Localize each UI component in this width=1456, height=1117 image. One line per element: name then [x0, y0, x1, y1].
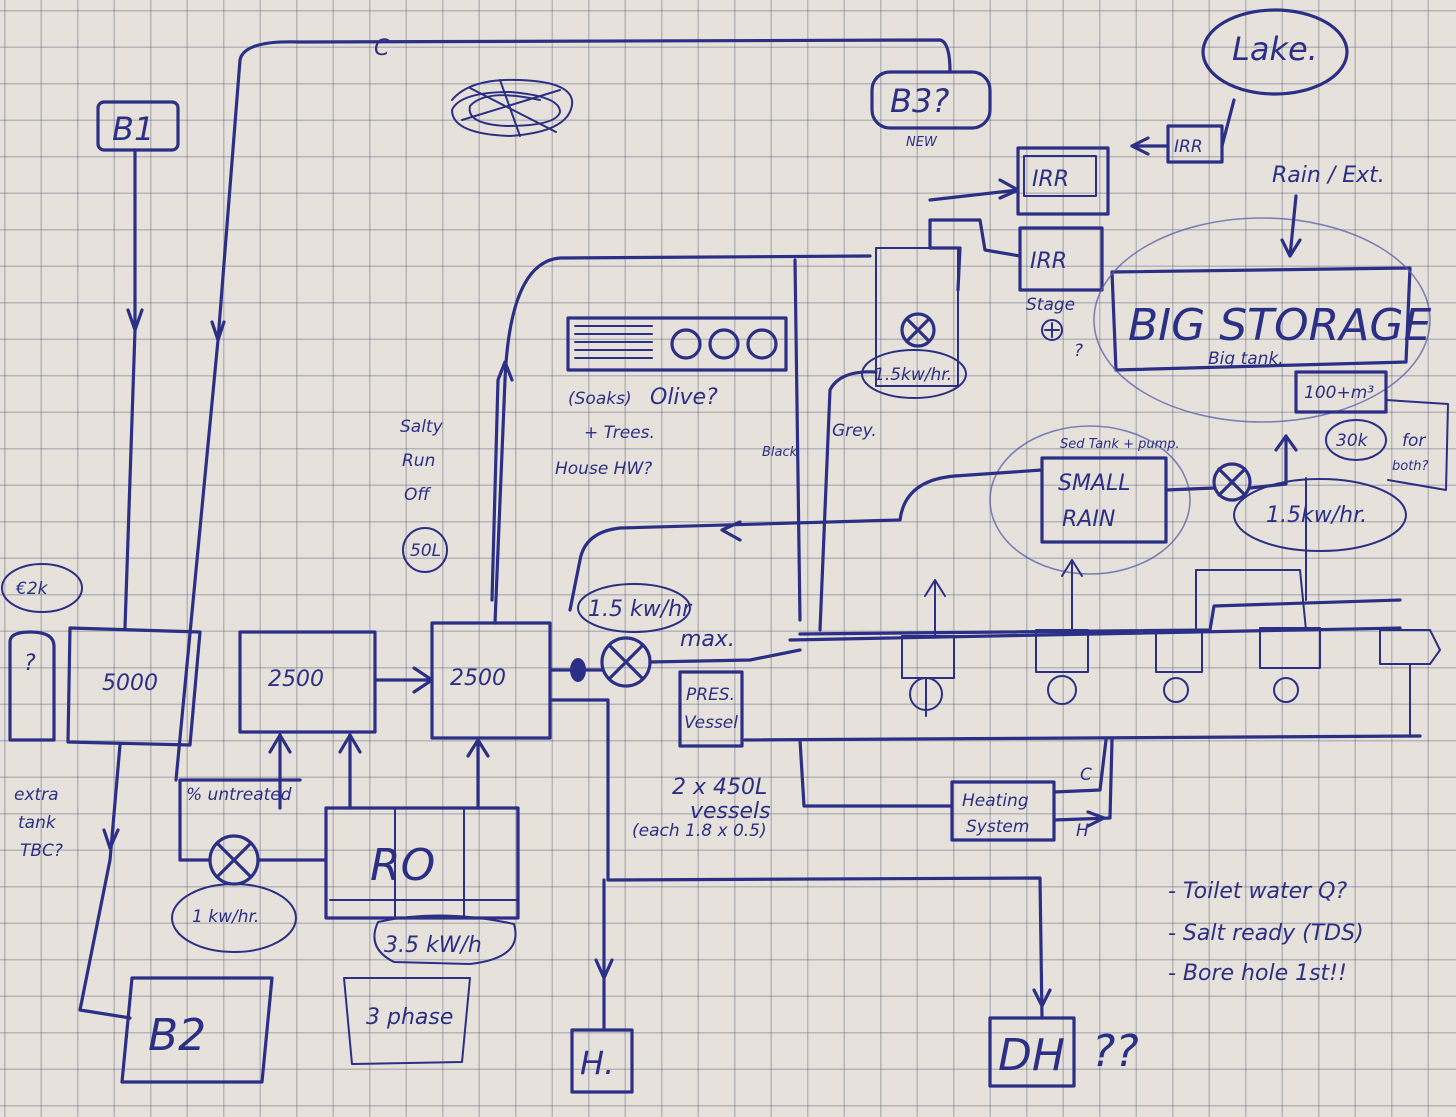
lake-label: Lake.: [1232, 30, 1318, 68]
heating-cold: C: [1080, 765, 1092, 785]
heating-hot: H: [1076, 821, 1089, 841]
dh-question: ??: [1092, 1026, 1139, 1077]
small-tank-label-1: SMALL: [1058, 471, 1131, 496]
small-tank-label-2: RAIN: [1062, 507, 1115, 532]
vessel-count-2: vessels: [690, 799, 771, 824]
storage-volume: 100+m³: [1304, 383, 1374, 403]
scribbled-out-box: [451, 78, 574, 137]
tank-2500-b-label: 2500: [450, 666, 506, 691]
outlet-row: [901, 477, 1441, 737]
phase-label: 3 phase: [366, 1005, 453, 1030]
big-storage: BIG STORAGE Big tank. 100+m³ 30k for bot…: [1093, 217, 1449, 491]
pipework: [78, 38, 1422, 1032]
b3-label: B3?: [890, 82, 949, 120]
cost-note: €2k: [1, 563, 83, 613]
tank-extra-note-1: extra: [14, 785, 59, 805]
todo-line-3: - Bore hole 1st!!: [1168, 961, 1347, 986]
source-b2: B2: [120, 976, 274, 1084]
output-house: H.: [570, 1028, 634, 1094]
salty-2: Run: [402, 451, 435, 471]
soaks-label: (Soaks): [568, 389, 632, 409]
heating-label-1: Heating: [962, 791, 1029, 811]
return-c-label: C: [374, 36, 390, 61]
storage-cost: 30k: [1336, 431, 1369, 451]
vessel-label-2: Vessel: [684, 713, 738, 733]
rain-pump: 1.5kw/hr.: [1212, 462, 1407, 552]
cost-note-label: €2k: [15, 579, 49, 599]
pressure-pump-power: 1.5 kw/hr: [588, 597, 693, 622]
grey-label: Grey.: [832, 421, 877, 441]
irr-q: ?: [1074, 341, 1083, 361]
phase-note: 3 phase: [343, 977, 471, 1065]
pressure-vessel: PRES. Vessel 2 x 450L vessels (each 1.8 …: [632, 670, 771, 841]
ro-pump: 1 kw/hr.: [171, 834, 297, 953]
ro-label: RO: [370, 840, 435, 891]
heating-label-2: System: [966, 817, 1029, 837]
garden-bed: (Soaks) Olive? + Trees. House HW?: [555, 316, 788, 479]
rain-label: Rain / Ext.: [1272, 163, 1385, 188]
vessel-label-1: PRES.: [686, 685, 735, 705]
b2-label: B2: [148, 1010, 206, 1061]
irr-3-label: IRR: [1030, 249, 1067, 274]
irr-2-label: IRR: [1032, 167, 1069, 192]
tank-2500-a-label: 2500: [268, 667, 324, 692]
b1-label: B1: [112, 110, 154, 148]
ro-power: 3.5 kW/h: [384, 933, 482, 958]
upper-pump: 1.5kw/hr.: [861, 247, 967, 399]
source-b3: B3? NEW: [870, 70, 992, 150]
salty-runoff: Salty Run Off 50L: [400, 417, 448, 573]
big-storage-label: BIG STORAGE: [1128, 300, 1431, 351]
heating-system: Heating System C H: [950, 765, 1092, 842]
salty-1: Salty: [400, 417, 444, 437]
tank-extra-note-3: TBC?: [20, 841, 63, 861]
todo-list: - Toilet water Q? - Salt ready (TDS) - B…: [1168, 879, 1364, 986]
tank-extra: ? extra tank TBC?: [8, 630, 63, 861]
storage-for: for: [1402, 431, 1426, 451]
b3-note: NEW: [906, 135, 938, 150]
tank-extra-label: ?: [24, 651, 36, 676]
vessel-count: 2 x 450L: [672, 775, 767, 800]
irr-stage-label: Stage: [1026, 295, 1075, 315]
septic-label: Sed Tank + pump.: [1060, 437, 1180, 452]
salty-4: 50L: [410, 541, 441, 561]
irr-unit-1: IRR: [1166, 124, 1224, 164]
pressure-pump-note: max.: [680, 627, 735, 652]
irr-unit-2: IRR: [1016, 146, 1110, 216]
small-rain-tank: SMALL RAIN Sed Tank + pump.: [989, 425, 1191, 575]
black-label: Black: [762, 445, 798, 460]
ro-pump-power: 1 kw/hr.: [192, 907, 259, 927]
tank-5000: 5000: [66, 626, 202, 747]
house-label: H.: [580, 1044, 614, 1082]
house-hw-label: House HW?: [555, 459, 652, 479]
irr-1-label: IRR: [1174, 137, 1203, 157]
big-storage-sub: Big tank.: [1208, 349, 1284, 369]
tank-5000-label: 5000: [102, 671, 158, 696]
dh-label: DH: [998, 1030, 1065, 1081]
output-dh: DH ??: [988, 1016, 1139, 1088]
untreated-note: % untreated: [186, 785, 292, 805]
rain-pump-power: 1.5kw/hr.: [1266, 503, 1367, 528]
trees-label: + Trees.: [584, 423, 655, 443]
tank-extra-note-2: tank: [18, 813, 57, 833]
tank-2500-b: 2500: [430, 621, 552, 740]
salty-3: Off: [404, 485, 431, 505]
source-lake: Lake.: [1201, 8, 1349, 96]
ro-unit: RO 3.5 kW/h: [324, 806, 520, 965]
irr-unit-3: IRR Stage ?: [1018, 226, 1104, 361]
upper-pump-power: 1.5kw/hr.: [874, 365, 952, 385]
source-b1: B1: [96, 100, 180, 152]
olive-label: Olive?: [650, 385, 718, 410]
storage-for-2: both?: [1392, 459, 1429, 474]
vessel-dims: (each 1.8 x 0.5): [632, 821, 767, 841]
todo-line-2: - Salt ready (TDS): [1168, 921, 1364, 946]
todo-line-1: - Toilet water Q?: [1168, 879, 1347, 904]
tank-2500-a: 2500: [238, 630, 377, 734]
